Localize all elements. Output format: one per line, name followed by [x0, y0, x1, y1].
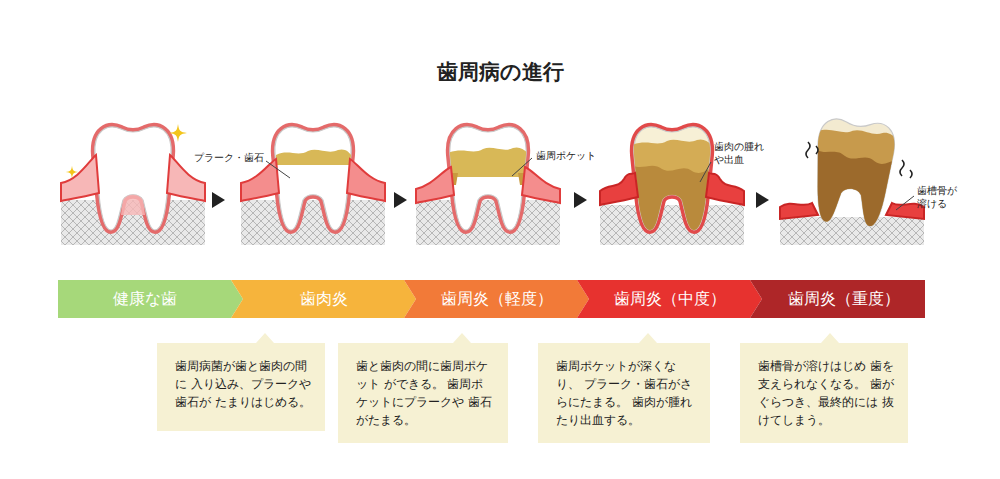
description-bubble: 歯周病菌が歯と歯肉の間に 入り込み、プラークや歯石が たまりはじめる。 — [157, 343, 325, 431]
stage-band: 歯周炎（重度） — [750, 280, 925, 318]
description-bubble: 歯周ポケットが深くなり、 プラーク・歯石がさらにたまる。 歯肉が腫れたり出血する… — [538, 343, 710, 443]
description-text: 歯周病菌が歯と歯肉の間に 入り込み、プラークや歯石が たまりはじめる。 — [157, 343, 325, 421]
bubble-shape — [538, 343, 710, 443]
mild-periodontitis-tooth — [416, 127, 560, 245]
gingivitis-tooth — [241, 127, 385, 245]
stage-band: 歯肉炎 — [231, 280, 416, 318]
bubble-shape — [740, 343, 908, 443]
stage-label: 健康な歯 — [58, 280, 243, 318]
bubble-fill — [740, 333, 908, 443]
callout-label: プラーク・歯石 — [180, 151, 264, 164]
description-bubble: 歯と歯肉の間に歯周ポケット ができる。 歯周ポケットにプラークや 歯石がたまる。 — [338, 343, 508, 443]
chevron-fill — [231, 280, 416, 318]
severe-periodontitis-tooth — [780, 117, 924, 245]
callout-label: 歯周ポケット — [536, 149, 608, 162]
stage-label: 歯肉炎 — [231, 280, 416, 318]
callout-label: 歯肉の腫れ や出血 — [714, 140, 768, 166]
chevron-fill — [750, 280, 925, 318]
description-text: 歯と歯肉の間に歯周ポケット ができる。 歯周ポケットにプラークや 歯石がたまる。 — [338, 343, 508, 439]
bubble-shape — [338, 343, 508, 443]
bubble-fill — [538, 333, 710, 443]
healthy-tooth — [61, 127, 205, 245]
description-text: 歯周ポケットが深くなり、 プラーク・歯石がさらにたまる。 歯肉が腫れたり出血する… — [538, 343, 710, 439]
bubble-fill — [338, 333, 508, 443]
stage-band: 歯周炎（中度） — [577, 280, 762, 318]
description-bubble: 歯槽骨が溶けはじめ 歯を支えられなくなる。 歯がぐらつき、最終的には 抜けてしま… — [740, 343, 908, 443]
stage-band: 健康な歯 — [58, 280, 243, 318]
chevron-fill — [404, 280, 589, 318]
stage-band: 歯周炎（軽度） — [404, 280, 589, 318]
chevron-fill — [577, 280, 762, 318]
description-text: 歯槽骨が溶けはじめ 歯を支えられなくなる。 歯がぐらつき、最終的には 抜けてしま… — [740, 343, 908, 439]
stage-label: 歯周炎（中度） — [577, 280, 762, 318]
stage-label: 歯周炎（軽度） — [404, 280, 589, 318]
callout-label: 歯槽骨が 溶ける — [917, 184, 965, 210]
stage-label: 歯周炎（重度） — [750, 280, 925, 318]
bubble-fill — [157, 333, 325, 431]
diagram-title: 歯周病の進行 — [0, 58, 1000, 86]
chevron-fill — [58, 280, 243, 318]
